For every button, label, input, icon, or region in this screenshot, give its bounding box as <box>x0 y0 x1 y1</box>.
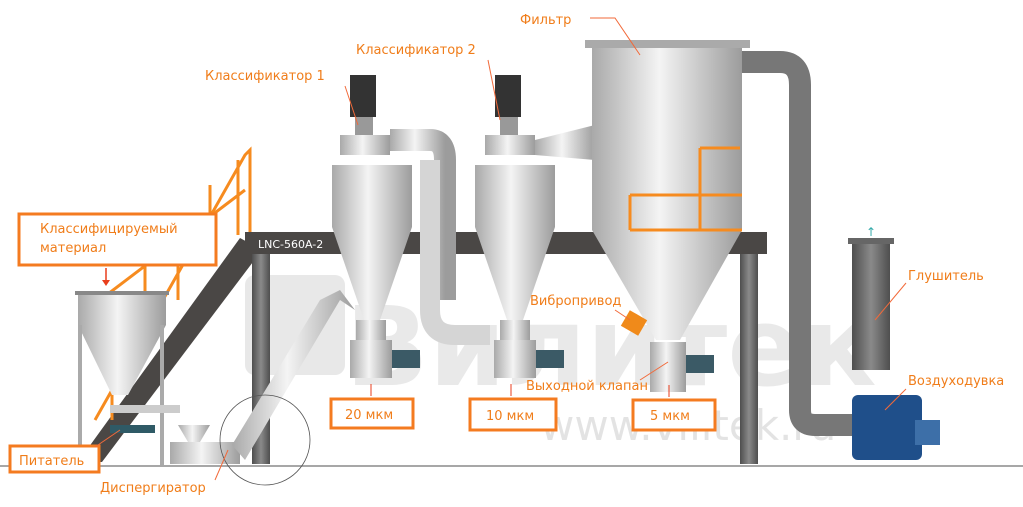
label-filter: Фильтр <box>520 13 571 28</box>
classifier-1 <box>332 75 456 378</box>
label-feeder: Питатель <box>19 454 84 469</box>
muffler: ↑ <box>848 225 894 370</box>
platform-leg <box>740 254 758 464</box>
label-disperser: Диспергиратор <box>100 481 206 496</box>
output-20: 20 мкм <box>329 384 415 430</box>
label-muffler: Глушитель <box>908 269 984 284</box>
feed-hopper <box>75 291 180 465</box>
label-classifier-1: Классификатор 1 <box>205 69 325 84</box>
output-5: 5 мкм <box>631 385 717 432</box>
material-box <box>17 212 218 267</box>
label-classifier-2: Классификатор 2 <box>356 43 476 58</box>
label-outlet-valve: Выходной клапан <box>526 379 648 394</box>
exhaust-pipe <box>742 51 860 436</box>
model-label: LNC-560A-2 <box>258 238 323 251</box>
connecting-pipe <box>420 160 490 345</box>
disperser <box>170 290 355 486</box>
vibrator-unit <box>620 310 648 336</box>
output-label: 5 мкм <box>650 409 690 424</box>
output-label: 10 мкм <box>486 409 534 424</box>
valve-motor <box>536 350 564 368</box>
output-label: 20 мкм <box>345 408 393 423</box>
valve-motor <box>392 350 420 368</box>
output-10: 10 мкм <box>468 384 558 432</box>
label-material: Классифицируемый <box>40 222 178 237</box>
label-vibrator: Вибропривод <box>530 294 621 309</box>
feeder-unit <box>110 425 155 433</box>
blower <box>852 395 940 460</box>
classifier-2 <box>475 75 595 378</box>
filter <box>585 40 750 392</box>
label-blower: Воздуходувка <box>908 374 1004 389</box>
air-out-arrow-icon: ↑ <box>866 225 876 239</box>
feeder-box <box>8 444 101 474</box>
label-material-2: материал <box>40 241 106 256</box>
valve-motor <box>686 355 714 373</box>
